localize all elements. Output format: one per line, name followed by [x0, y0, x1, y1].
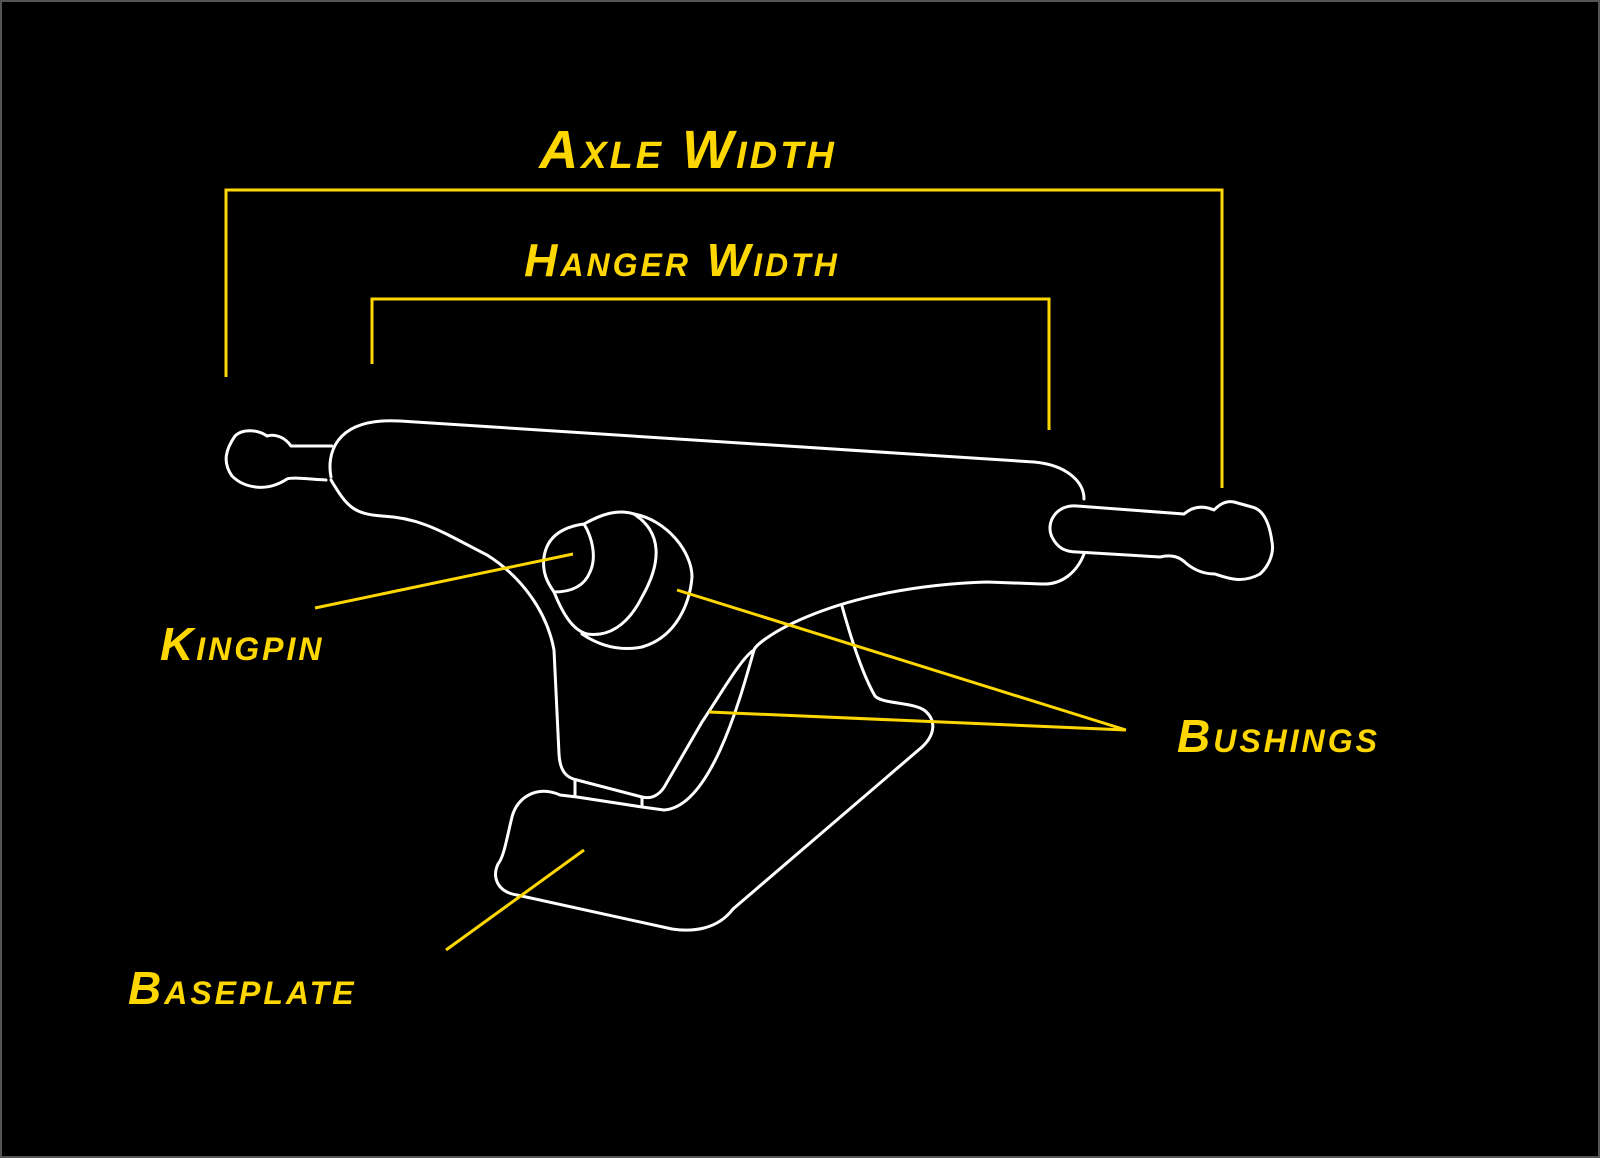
baseplate	[494, 604, 935, 932]
baseplate-label: Baseplate	[128, 962, 357, 1014]
kingpin-label: Kingpin	[160, 618, 324, 670]
left-axle-nut	[224, 429, 334, 489]
bushings-leader-upper	[676, 588, 1127, 732]
hanger-underside-left	[329, 478, 756, 800]
axle-width-bracket	[224, 188, 1224, 488]
bushings-label: Bushings	[1177, 710, 1380, 762]
leader-lines	[314, 552, 1127, 952]
hanger-width-bracket	[370, 297, 1051, 430]
kingpin-leader	[314, 552, 574, 610]
bushings-leader-lower	[708, 710, 1127, 732]
bushing-outer	[580, 510, 694, 651]
right-axle-nut	[1048, 500, 1274, 581]
hanger-top	[328, 419, 1086, 501]
axle-width-label: Axle Width	[537, 120, 837, 180]
baseplate-detail	[573, 778, 644, 809]
hanger-width-label: Hanger Width	[524, 234, 840, 286]
truck-outline	[224, 419, 1274, 932]
bushing-inner	[552, 512, 658, 637]
hanger-underside-right	[752, 552, 1086, 652]
dimension-brackets	[224, 188, 1224, 488]
baseplate-leader	[445, 848, 585, 952]
